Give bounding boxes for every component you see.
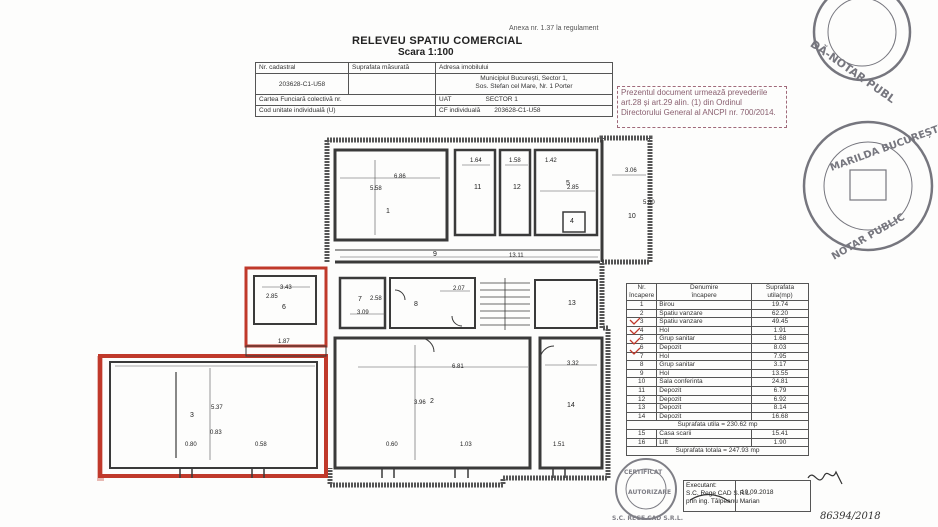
dim-label: 3.32 — [567, 361, 579, 367]
room-number-2: 2 — [430, 398, 434, 405]
room-number-1: 1 — [386, 208, 390, 215]
signature — [689, 470, 843, 503]
grand-total: Suprafata totala = 247.93 mp — [626, 446, 809, 456]
executant-label: Executant: — [686, 482, 717, 489]
notary-stamp-top: DĂ-NOTAR PUBL — [808, 0, 912, 106]
col-sup-line2: utila(mp) — [767, 292, 793, 299]
room-number-11: 11 — [474, 184, 482, 191]
dim-label: 2.58 — [370, 296, 382, 302]
adresa-line2: Sos. Stefan cel Mare, Nr. 1 Porter — [475, 83, 573, 90]
svg-text:NOTAR PUBLIC: NOTAR PUBLIC — [830, 212, 907, 263]
cf-label: CF individuală — [439, 107, 481, 114]
dim-label: 2.85 — [266, 294, 278, 300]
dim-label: 5.58 — [370, 186, 382, 192]
svg-text:DĂ-NOTAR PUBL: DĂ-NOTAR PUBL — [808, 37, 898, 105]
dim-label: 5.37 — [211, 405, 223, 411]
uat-label: UAT — [439, 96, 452, 103]
dim-label: 3.96 — [414, 400, 426, 406]
dim-label: 13.11 — [509, 253, 524, 259]
legal-note-box: Prezentul document urmează prevederile a… — [617, 86, 787, 128]
dim-label: 1.87 — [278, 339, 290, 345]
room-number-7: 7 — [358, 296, 362, 303]
dim-label: 0.83 — [210, 430, 222, 436]
annex-reference: Anexa nr. 1.37 la regulament — [509, 25, 599, 32]
date-box: 10.09.2018 — [735, 480, 811, 512]
dim-label: 2.07 — [453, 286, 465, 292]
room-number-3: 3 — [190, 412, 194, 419]
room-number-5: 5 — [566, 180, 570, 187]
adresa-line1: Municipiul București, Sector 1, — [480, 75, 568, 82]
dim-label: 1.03 — [460, 442, 472, 448]
dim-label: 1.58 — [509, 158, 521, 164]
col-sup-line1: Suprafata — [765, 284, 795, 291]
dim-label: 1.51 — [553, 442, 565, 448]
room-number-13: 13 — [568, 300, 576, 307]
dim-label: 3.06 — [625, 168, 637, 174]
dim-label: 2.85 — [567, 185, 579, 191]
col-den-line1: Denumire — [690, 284, 719, 291]
room-number-12: 12 — [513, 184, 521, 191]
room-number-4: 4 — [570, 218, 574, 225]
room-number-6: 6 — [282, 304, 286, 311]
col-nr-line1: Nr. — [637, 284, 646, 291]
notary-stamp-right: MARILDA BUCUREȘTI NOTAR PUBLIC — [802, 120, 938, 263]
dim-label: 0.60 — [386, 442, 398, 448]
svg-text:CERTIFICAT: CERTIFICAT — [624, 469, 663, 476]
dim-label: 0.58 — [255, 442, 267, 448]
dim-label: 1.42 — [545, 158, 557, 164]
room-number-10: 10 — [628, 213, 636, 220]
executant-person: prin ing. Tălpeanu Marian — [686, 498, 760, 505]
cf-cell: CF individuală 203628-C1-U58 — [435, 105, 613, 117]
cf-value: 203628-C1-U58 — [494, 107, 541, 114]
dim-label: 3.09 — [357, 310, 369, 316]
cadastral-header-table: Nr. cadastral Suprafata măsurată Adresa … — [255, 62, 613, 117]
col-nr-line2: încapere — [629, 292, 655, 299]
col-den-line2: încapere — [691, 292, 717, 299]
document-title: RELEVEU SPATIU COMERCIAL — [352, 35, 523, 47]
certificate-stamp: CERTIFICAT AUTORIZARE S.C. REGE CAD S.R.… — [612, 458, 683, 522]
dim-label: 5.80 — [643, 200, 655, 206]
red-tick-marks — [629, 317, 641, 355]
room-number-8: 8 — [414, 301, 418, 308]
uat-value: SECTOR 1 — [485, 96, 518, 103]
scale-label: Scara 1:100 — [398, 47, 454, 58]
svg-text:S.C. REGE CAD S.R.L.: S.C. REGE CAD S.R.L. — [612, 515, 683, 522]
dim-label: 1.64 — [470, 158, 482, 164]
executant-company: S.C. Rege CAD S.R.L. — [686, 490, 752, 497]
dim-label: 0.80 — [185, 442, 197, 448]
room-number-9: 9 — [433, 251, 437, 258]
room-number-14: 14 — [567, 402, 575, 409]
registration-number: 86394/2018 — [820, 511, 881, 522]
executant-date: 10.09.2018 — [741, 489, 774, 496]
dim-label: 3.43 — [280, 285, 292, 291]
col-nr-header: Nr.încapere — [625, 283, 658, 301]
svg-text:AUTORIZARE: AUTORIZARE — [628, 489, 671, 496]
dim-label: 6.86 — [394, 174, 406, 180]
dim-label: 6.81 — [452, 364, 464, 370]
